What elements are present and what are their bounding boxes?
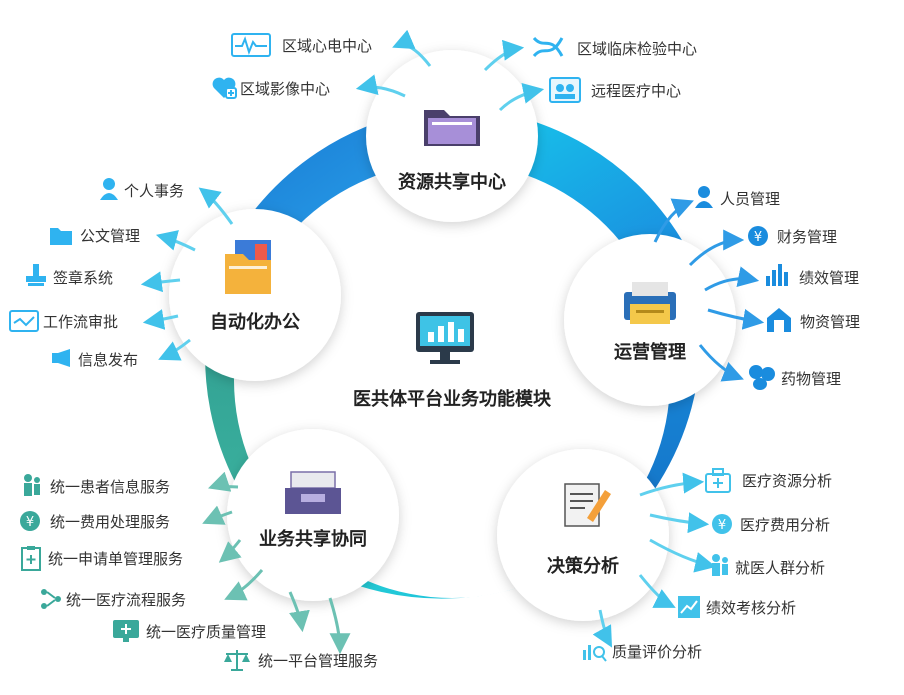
printer-icon (624, 282, 676, 324)
folders-icon (225, 240, 271, 294)
node-resource[interactable]: 资源共享中心 (366, 50, 538, 222)
item-label: 医疗资源分析 (742, 472, 832, 490)
decision-item-1[interactable]: ¥ 医疗费用分析 (712, 514, 830, 534)
item-label: 统一患者信息服务 (50, 478, 170, 496)
item-label: 个人事务 (124, 182, 184, 200)
business-item-4[interactable]: 统一医疗质量管理 (113, 620, 266, 642)
item-label: 绩效考核分析 (706, 599, 796, 617)
operation-item-0[interactable]: 人员管理 (695, 186, 780, 208)
resource-item-1[interactable]: 区域影像中心 (212, 77, 330, 99)
office-item-1[interactable]: 公文管理 (50, 227, 140, 245)
resource-item-0[interactable]: 区域心电中心 (231, 33, 372, 57)
folder-icon (424, 110, 480, 146)
node-operation[interactable]: 运营管理 (564, 234, 736, 406)
bar-chart-icon (766, 264, 788, 286)
center-title: 医共体平台业务功能模块 (353, 388, 552, 410)
person-icon (695, 186, 713, 208)
office-item-0[interactable]: 个人事务 (100, 178, 184, 200)
search-chart-icon (583, 645, 607, 662)
node-label: 运营管理 (614, 341, 686, 363)
item-label: 绩效管理 (799, 269, 859, 287)
office-item-3[interactable]: 工作流审批 (9, 310, 118, 332)
person-icon (100, 178, 118, 200)
node-business[interactable]: 业务共享协同 (227, 429, 399, 601)
people-icon (712, 554, 728, 576)
svg-text:¥: ¥ (754, 230, 762, 245)
decision-item-0[interactable]: 医疗资源分析 (705, 468, 832, 493)
decision-item-2[interactable]: 就医人群分析 (712, 554, 825, 577)
megaphone-icon (52, 349, 70, 367)
business-item-5[interactable]: 统一平台管理服务 (224, 650, 378, 671)
item-label: 质量评价分析 (612, 643, 702, 661)
folder-icon (50, 228, 72, 245)
business-item-0[interactable]: 统一患者信息服务 (24, 474, 170, 496)
item-label: 就医人群分析 (735, 559, 825, 577)
operation-item-2[interactable]: 绩效管理 (766, 264, 859, 287)
svg-text:¥: ¥ (26, 515, 34, 530)
scales-icon (224, 650, 250, 671)
business-item-1[interactable]: ¥ 统一费用处理服务 (20, 511, 170, 531)
heart-plus-icon (212, 77, 237, 99)
center-monitor-icon (416, 312, 474, 364)
operation-item-3[interactable]: 物资管理 (767, 308, 860, 332)
stamp-icon (26, 264, 46, 286)
workflow-icon (9, 310, 39, 332)
decision-item-4[interactable]: 质量评价分析 (583, 643, 702, 662)
item-label: 统一申请单管理服务 (48, 550, 183, 568)
warehouse-icon (767, 308, 791, 332)
yen-icon: ¥ (748, 226, 768, 246)
yen-icon: ¥ (20, 511, 40, 531)
patients-icon (24, 474, 40, 496)
item-label: 财务管理 (777, 228, 837, 246)
video-consult-icon (549, 77, 581, 103)
item-label: 区域心电中心 (282, 37, 372, 55)
node-label: 自动化办公 (210, 311, 300, 333)
ecg-monitor-icon (231, 33, 271, 57)
yen-icon: ¥ (712, 514, 732, 534)
flow-icon (41, 589, 61, 609)
item-label: 物资管理 (800, 313, 860, 331)
operation-item-1[interactable]: ¥ 财务管理 (748, 226, 837, 246)
item-label: 统一医疗质量管理 (146, 623, 266, 641)
node-label: 资源共享中心 (398, 171, 506, 193)
item-label: 统一平台管理服务 (258, 652, 378, 670)
item-label: 统一医疗流程服务 (66, 591, 186, 609)
inbox-tray-icon (285, 471, 341, 514)
item-label: 药物管理 (781, 370, 841, 388)
item-label: 统一费用处理服务 (50, 513, 170, 531)
dna-icon (532, 36, 564, 58)
operation-item-4[interactable]: 药物管理 (749, 365, 841, 390)
item-label: 区域临床检验中心 (577, 40, 697, 58)
connectors (140, 29, 765, 655)
node-office[interactable]: 自动化办公 (169, 209, 341, 381)
item-label: 人员管理 (720, 190, 780, 208)
node-label: 业务共享协同 (259, 528, 367, 550)
clipboard-plus-icon (21, 546, 41, 571)
medical-kit-icon (705, 468, 731, 493)
decision-item-3[interactable]: 绩效考核分析 (678, 596, 796, 618)
office-item-4[interactable]: 信息发布 (52, 349, 138, 369)
item-label: 工作流审批 (43, 313, 118, 331)
item-label: 公文管理 (80, 227, 140, 245)
item-label: 信息发布 (78, 351, 138, 369)
node-decision[interactable]: 决策分析 (497, 449, 669, 621)
trend-chart-icon (678, 596, 700, 618)
business-item-3[interactable]: 统一医疗流程服务 (41, 589, 186, 609)
item-label: 医疗费用分析 (740, 516, 830, 534)
business-item-2[interactable]: 统一申请单管理服务 (21, 546, 183, 571)
node-label: 决策分析 (547, 555, 619, 577)
monitor-plus-icon (113, 620, 139, 642)
resource-item-2[interactable]: 区域临床检验中心 (532, 36, 697, 58)
pills-icon (749, 365, 775, 390)
resource-item-3[interactable]: 远程医疗中心 (549, 77, 681, 103)
svg-text:¥: ¥ (718, 518, 726, 533)
document-pen-icon (564, 483, 611, 527)
item-label: 远程医疗中心 (591, 82, 681, 100)
item-label: 签章系统 (53, 269, 113, 287)
item-label: 区域影像中心 (240, 80, 330, 98)
office-item-2[interactable]: 签章系统 (26, 264, 113, 287)
